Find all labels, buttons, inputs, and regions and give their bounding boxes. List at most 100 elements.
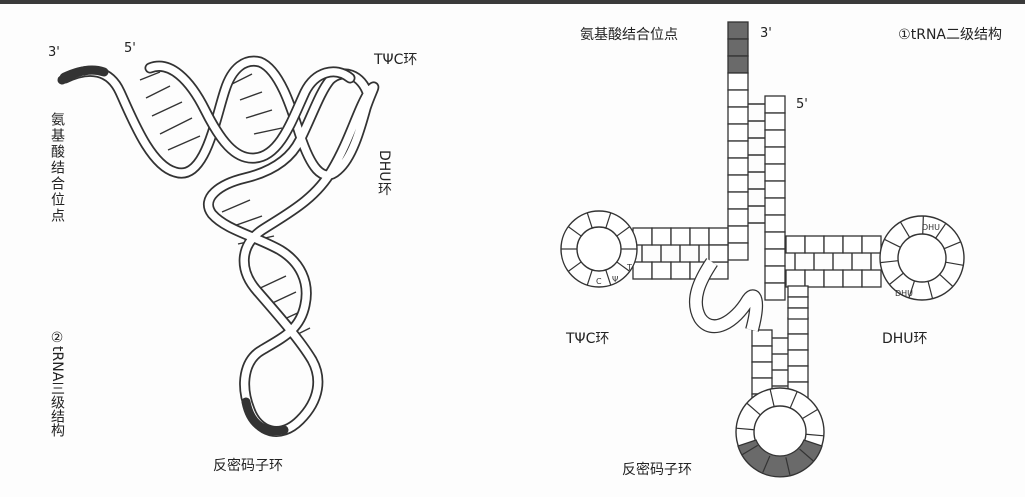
tpsic-stem-nucleotide-bottom [651,261,672,280]
dhu-stem-nucleotide-top [861,235,882,254]
acceptor-nucleotide-right [764,146,786,165]
dhu-stem [785,235,882,288]
anticodon-stem-nucleotide-left [751,329,773,347]
tpsic-loop-nucleotide-divider [586,269,593,286]
tertiary-base-pair [245,109,273,119]
anticodon-loop-nucleotide-divider [746,402,761,416]
anticodon-loop-nucleotide-divider [799,448,814,462]
acceptor-nucleotide-right [764,112,786,131]
dhu-stem-nucleotide-bottom [842,269,863,288]
tpsic-loop-nucleotide-divider [586,212,593,229]
acceptor-nucleotide-left [727,21,749,40]
junction-nucleotide [727,242,749,261]
junction-nucleotide [727,225,749,244]
loop-glyph-dhu-2: DHU [895,289,913,298]
tpsic-loop-nucleotide-divider [616,226,631,237]
junction-nucleotide [764,265,786,284]
dhu-loop-nucleotide-divider [889,272,904,285]
anticodon-loop-ring [735,387,825,478]
loop-glyph-psi: Ψ [612,275,618,284]
anticodon-loop-nucleotide-divider [741,444,759,456]
anticodon-stem-nucleotide-right [787,333,809,351]
dhu-stem-nucleotide-bottom [823,269,844,288]
acceptor-nucleotide-left [727,72,749,91]
dhu-loop-nucleotide-divider [908,280,916,299]
tpsic-loop-ring: T Ψ C [560,210,638,288]
acceptor-nucleotide-left [727,208,749,227]
acceptor-nucleotide-right [764,214,786,233]
acceptor-nucleotide-left [727,140,749,159]
acceptor-nucleotide-right [764,180,786,199]
dhu-loop-nucleotide-divider [943,241,961,250]
tertiary-base-pair [253,127,283,135]
tertiary-base-pair [239,91,263,101]
secondary-anticodon-loop-label: 反密码子环 [622,461,692,478]
anticodon-loop-nucleotide-divider [769,388,775,407]
tertiary-dhu-loop-label: DHU环 [376,150,392,196]
tertiary-tpsic-loop-label: TΨC环 [373,52,417,68]
tpsic-loop-nucleotide-divider [605,212,612,229]
dhu-stem-nucleotide-top [823,235,844,254]
dhu-loop-nucleotide-divider [939,273,954,287]
dhu-stem-nucleotide-bottom [804,269,825,288]
dhu-loop-nucleotide-divider [899,221,911,238]
tertiary-anticodon-loop-label: 反密码子环 [213,457,283,474]
anticodon-loop-nucleotide-divider [785,457,791,476]
tpsic-loop-nucleotide-divider [616,261,631,272]
tpsic-stem [632,227,729,280]
acceptor-nucleotide-right [764,95,786,114]
acceptor-nucleotide-left [727,106,749,125]
tpsic-stem-nucleotide-top [708,227,729,246]
junction-nucleotide [787,285,809,298]
secondary-structure-diagram: T Ψ C DHU DHU ①tRNA二级结构 3' 氨 [560,21,1002,478]
acceptor-nucleotide-right [764,197,786,216]
dhu-loop-nucleotide-divider [884,238,901,248]
secondary-3prime-label: 3' [760,26,772,41]
dhu-loop-nucleotide-divider [922,216,924,235]
anticodon-loop-nucleotide-divider [736,427,755,431]
junction-nucleotide [764,248,786,267]
dhu-loop-nucleotide-divider [935,223,947,239]
top-rule [0,0,1025,4]
dhu-stem-nucleotide-bottom [861,269,882,288]
tertiary-base-pair [167,135,201,151]
junction-nucleotide [764,282,786,301]
tertiary-strand-inner [61,57,378,436]
dhu-loop-nucleotide-divider [880,260,899,264]
tpsic-stem-nucleotide-top [670,227,691,246]
tpsic-stem-nucleotide-bottom [670,261,691,280]
tertiary-base-pair [145,85,171,99]
tpsic-stem-nucleotide-bottom [632,261,653,280]
tertiary-base-pairs [139,71,311,339]
anticodon-loop-nucleotide-divider [762,455,771,473]
acceptor-nucleotide-left [727,191,749,210]
anticodon-loop-nucleotide-divider [801,408,819,420]
junction-nucleotide [787,296,809,309]
variable-loop-inner [690,258,762,332]
secondary-5prime-label: 5' [796,97,808,112]
tertiary-base-pair [139,71,161,81]
tpsic-loop-nucleotide-divider [567,261,582,272]
tertiary-base-pair [221,199,251,213]
tertiary-anticodon-segment [241,397,289,436]
acceptor-stem [727,21,786,301]
anticodon-stem-nucleotide-left [751,361,773,379]
dhu-stem-nucleotide-bottom [785,269,806,288]
acceptor-nucleotide-left [727,38,749,57]
anticodon-stem-nucleotide-right [787,349,809,367]
tertiary-3prime-terminal [57,65,109,85]
anticodon-triplet-shade [737,439,823,478]
tpsic-stem-junction [708,244,729,263]
tertiary-structure-diagram: 3' 5' TΨC环 DHU环 氨基酸结合位点 ②tRNA三级结构 反密码子环 [48,41,417,474]
tertiary-amino-site-label: 氨基酸结合位点 [49,112,65,224]
anticodon-stem-nucleotide-right [787,317,809,335]
tertiary-base-pair [151,101,183,117]
secondary-dhu-loop-label: DHU环 [882,331,928,347]
acceptor-nucleotide-right [764,163,786,182]
dhu-loop-nucleotide-divider [945,261,964,266]
acceptor-nucleotide-left [727,123,749,142]
secondary-tpsic-loop-label: TΨC环 [565,331,609,347]
tertiary-3prime-label: 3' [48,45,60,60]
